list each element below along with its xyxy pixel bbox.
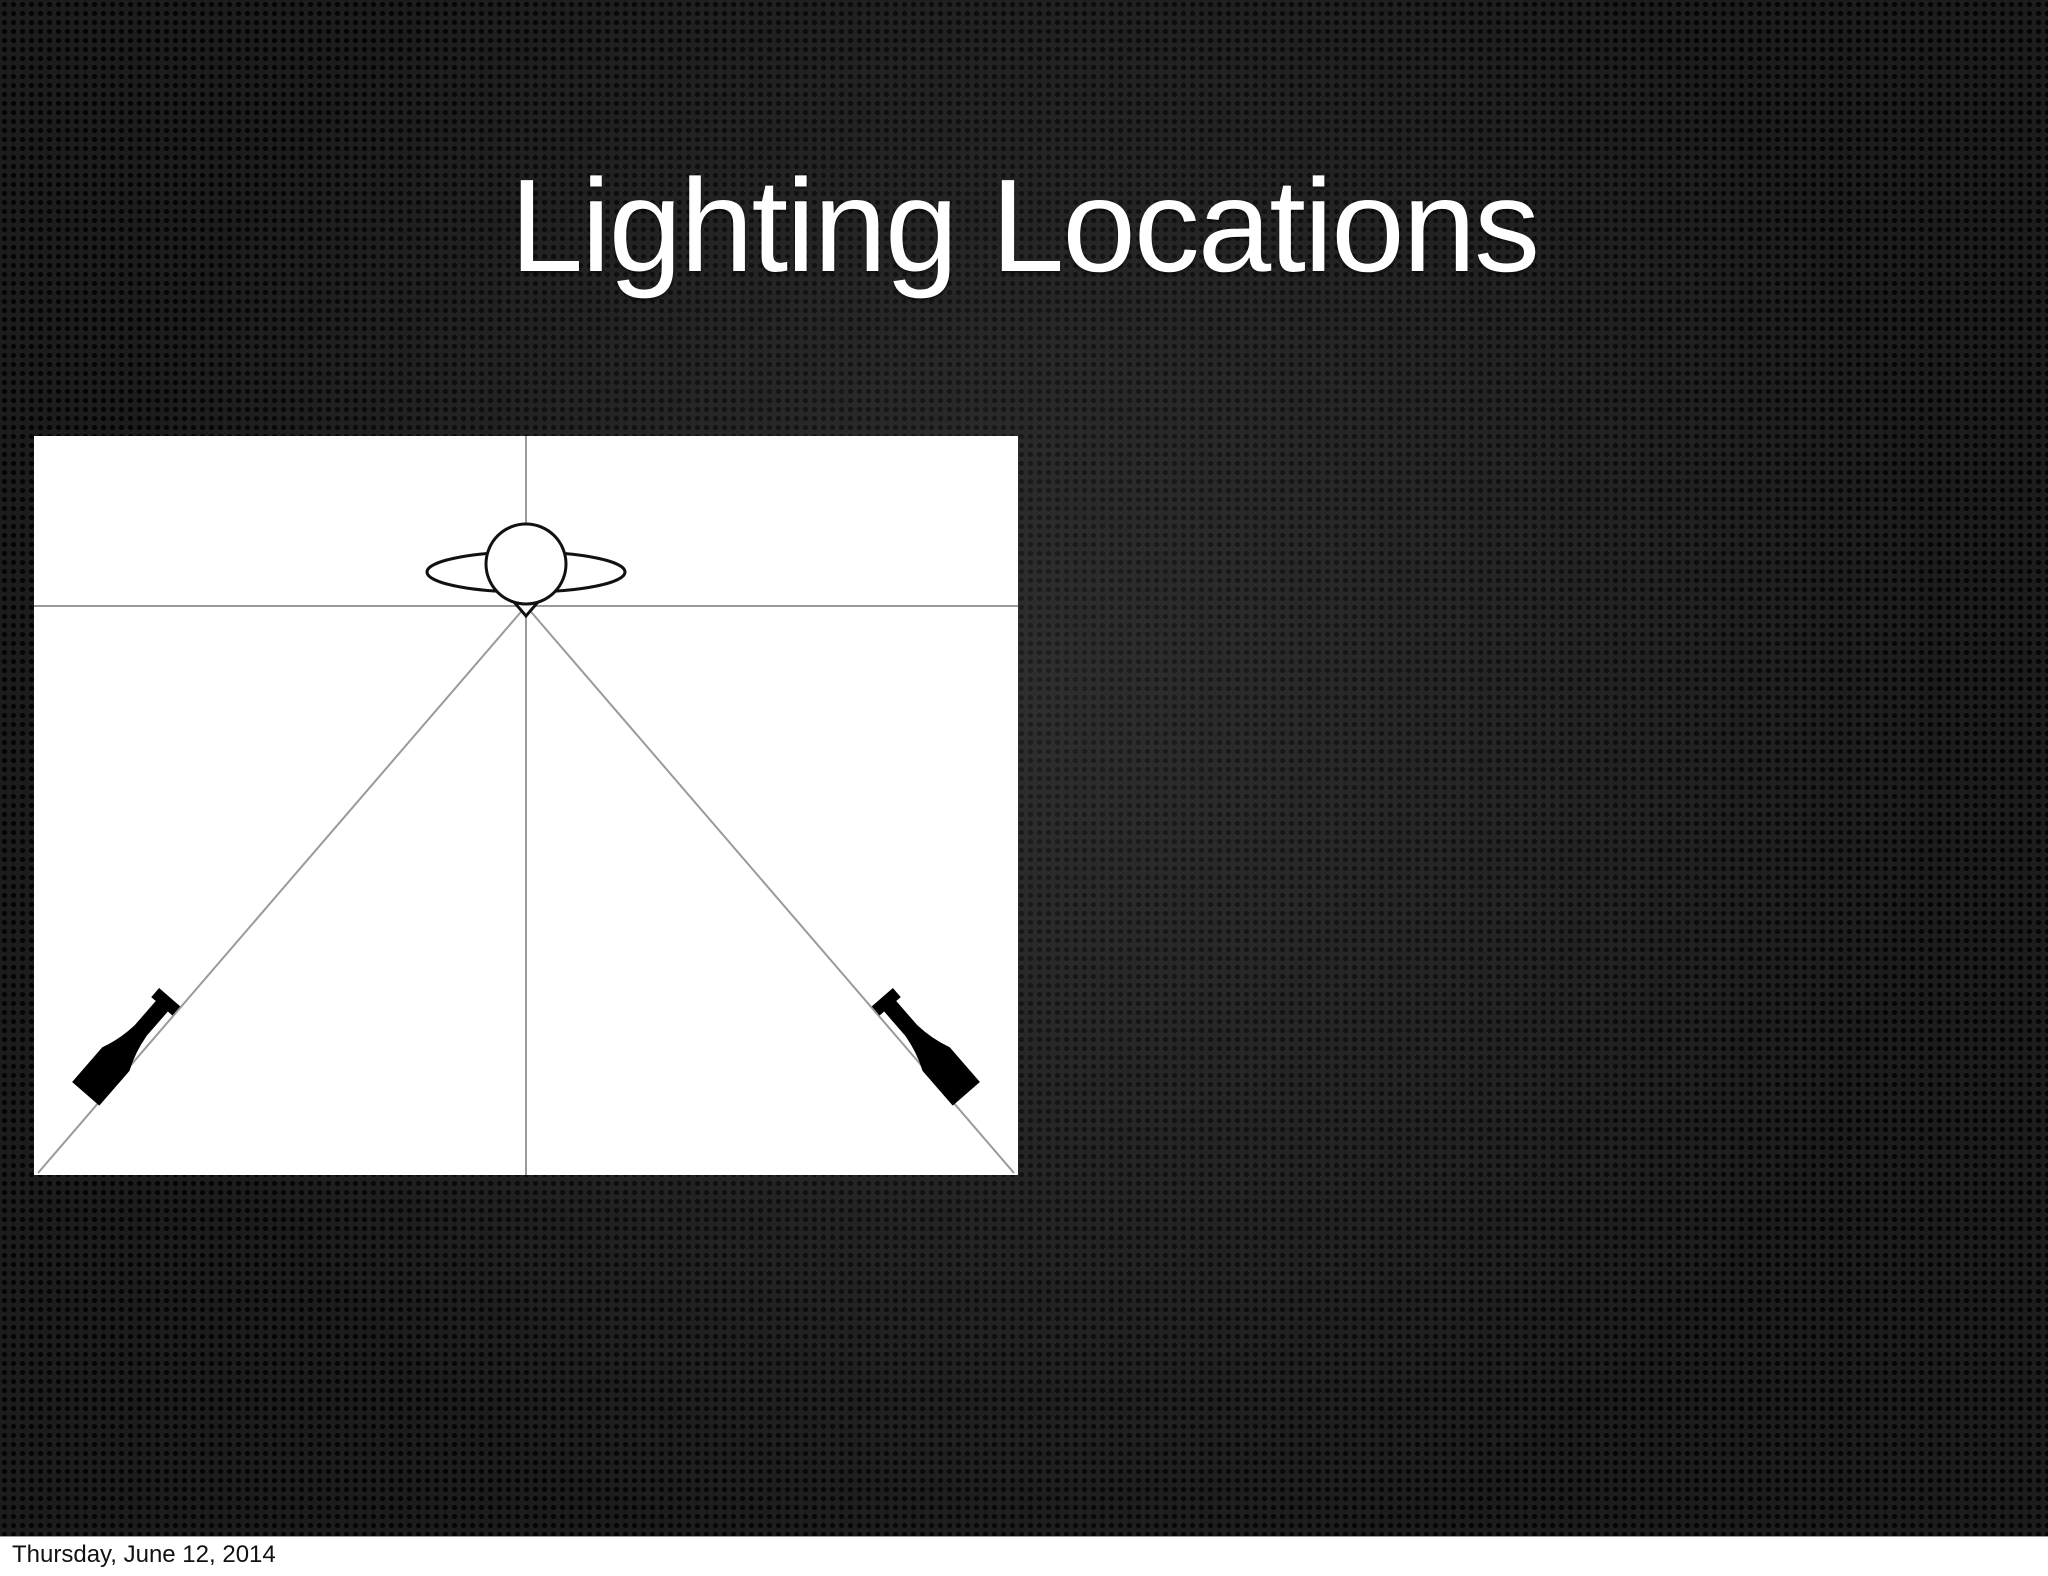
- subject-head-icon: [425, 522, 627, 619]
- footer-bar: Thursday, June 12, 2014: [0, 1536, 2048, 1576]
- subject-head-circle-icon: [484, 522, 568, 606]
- light-fixture-icon: [72, 988, 181, 1106]
- slide-title: Lighting Locations: [509, 152, 1540, 299]
- lighting-diagram-svg: [34, 436, 1018, 1175]
- footer-date: Thursday, June 12, 2014: [12, 1541, 276, 1568]
- slide: Lighting Locations: [0, 0, 2048, 1536]
- left-light-fixture-icon: [72, 988, 181, 1106]
- light-fixture-icon: [871, 988, 980, 1106]
- lighting-diagram: [34, 436, 1018, 1175]
- right-light-fixture-icon: [871, 988, 980, 1106]
